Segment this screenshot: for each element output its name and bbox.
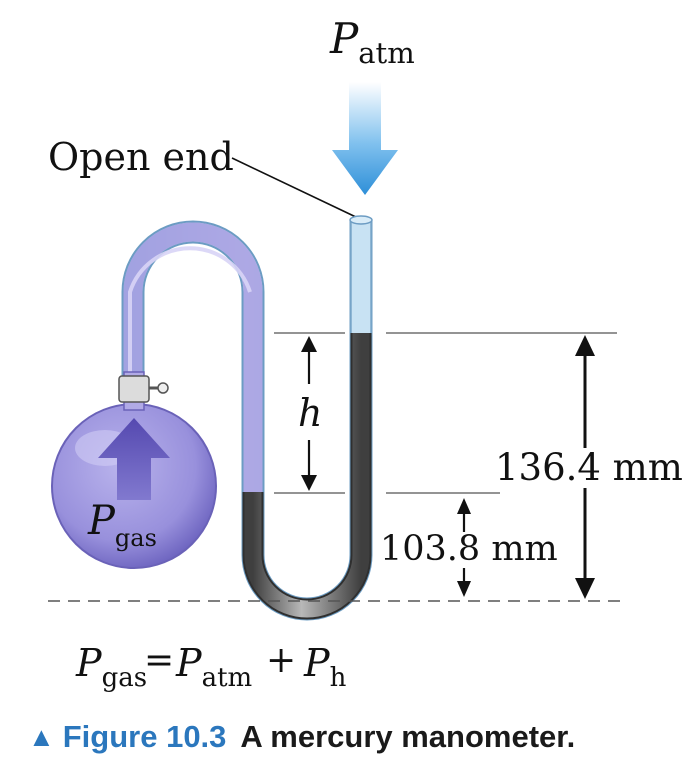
caption-triangle-icon: ▲ xyxy=(28,721,55,752)
h-arrow-down-head xyxy=(301,475,317,491)
figure-caption: ▲ Figure 10.3 A mercury manometer. xyxy=(28,712,575,762)
total-height-label-bg xyxy=(490,448,675,488)
gas-in-tube xyxy=(123,222,263,492)
equation-plus: + xyxy=(266,640,296,681)
low-height-label: 103.8 mm xyxy=(380,529,558,569)
p-gas-label: Pgas xyxy=(87,498,157,552)
total-height-arrow-bottom xyxy=(575,578,595,599)
low-height-arrow-bottom xyxy=(457,581,471,597)
low-height-label-bg xyxy=(378,532,554,568)
mercury-column-shade xyxy=(244,333,370,618)
gas-pressure-arrow xyxy=(98,418,170,500)
caption-text: A mercury manometer. xyxy=(240,719,576,754)
figure-number: Figure 10.3 xyxy=(62,719,227,754)
gas-in-tube-highlight xyxy=(128,246,252,378)
open-end-leader xyxy=(231,157,359,219)
p-atm-label: Patm xyxy=(329,14,415,70)
right-arm-glass xyxy=(350,219,372,336)
h-label: h xyxy=(298,391,322,435)
equation-lhs: Pgas xyxy=(75,641,147,693)
atm-pressure-arrow xyxy=(332,82,398,195)
equation-equals: = xyxy=(144,640,174,681)
pressure-equation: Pgas = Patm + Ph xyxy=(75,640,347,693)
h-arrow-up-head xyxy=(301,336,317,352)
total-height-label: 136.4 mm xyxy=(495,446,683,489)
stopcock xyxy=(118,375,150,403)
mercury-column xyxy=(242,333,372,620)
open-end-label: Open end xyxy=(48,135,234,179)
equation-term1: Patm xyxy=(175,641,252,693)
total-height-arrow-top xyxy=(575,335,595,356)
stopcock-handle xyxy=(157,382,169,394)
equation-term2: Ph xyxy=(303,641,347,693)
low-height-arrow-top xyxy=(457,498,471,514)
open-end-rim xyxy=(349,215,373,225)
